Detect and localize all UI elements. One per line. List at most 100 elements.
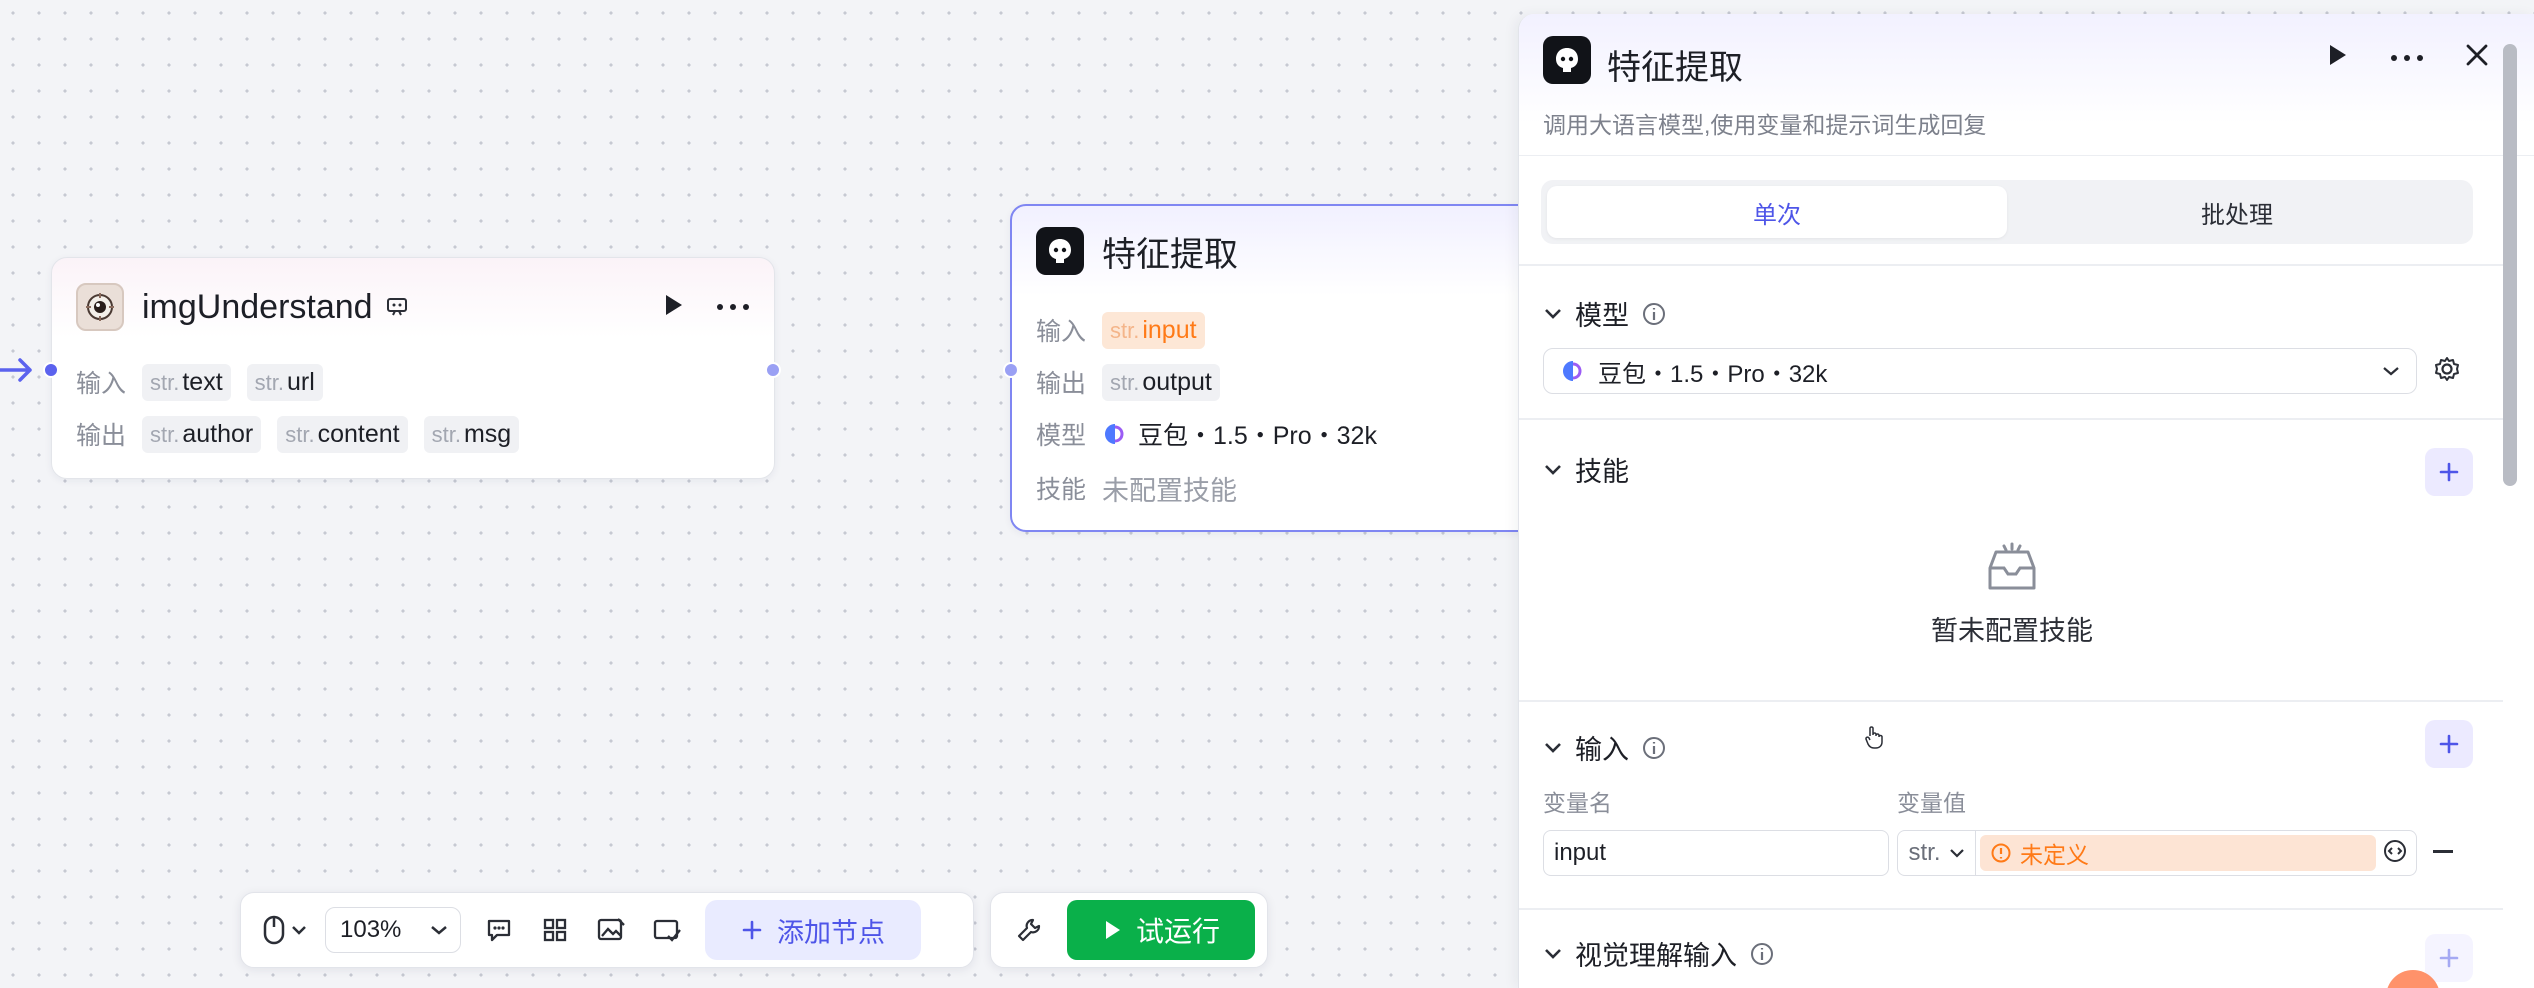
test-run-button[interactable]: 试运行 xyxy=(1067,900,1255,960)
close-icon[interactable] xyxy=(2464,42,2490,73)
workflow-canvas[interactable]: imgUnderstand 输入 str.text str.url 输出 str… xyxy=(0,0,1570,988)
node-feature-extract[interactable]: 特征提取 输入 str.input 输出 str.output 模型 豆包・1.… xyxy=(1010,204,1570,532)
llm-robot-icon xyxy=(1543,36,1591,84)
zoom-select[interactable]: 103% xyxy=(325,907,461,953)
incoming-edge-arrow-icon xyxy=(0,358,32,382)
node-title: imgUnderstand xyxy=(142,287,373,326)
inputs-label: 输入 xyxy=(76,370,127,398)
wrench-icon xyxy=(1017,918,1041,942)
node-a-output-port[interactable] xyxy=(765,362,781,378)
info-icon xyxy=(1643,302,1665,325)
more-options-icon[interactable] xyxy=(716,298,750,316)
column-variable-value: 变量值 xyxy=(1897,790,1966,816)
pointer-mode-button[interactable] xyxy=(249,902,321,958)
info-icon xyxy=(1751,942,1773,965)
plus-icon xyxy=(2439,734,2459,754)
canvas-toolbar: 103% 添加节点 xyxy=(240,892,974,968)
node-a-input-port[interactable] xyxy=(43,362,59,378)
panel-header: 特征提取 调用大语言模型,使用变量和提示词生成回复 xyxy=(1519,14,2534,156)
chevron-down-icon xyxy=(1545,308,1561,319)
chevron-down-icon xyxy=(2383,367,2399,376)
debug-tools-button[interactable] xyxy=(999,902,1059,958)
divider xyxy=(1519,700,2503,702)
output-tag-author: str.author xyxy=(142,415,262,453)
plus-icon xyxy=(742,920,762,940)
subflow-icon xyxy=(385,295,409,319)
image-map-icon xyxy=(597,918,625,941)
zoom-value: 103% xyxy=(340,916,402,943)
undefined-value-text: 未定义 xyxy=(2020,842,2089,868)
layout-button[interactable] xyxy=(527,902,583,958)
variable-type-value: str. xyxy=(1908,839,1941,866)
node-skill-row: 技能 未配置技能 xyxy=(1036,468,1237,508)
add-input-button[interactable] xyxy=(2425,720,2473,768)
minimap-button[interactable] xyxy=(583,902,639,958)
variable-name-input[interactable]: input xyxy=(1543,830,1889,876)
node-header: 特征提取 xyxy=(1036,226,1544,276)
output-tag-content: str.content xyxy=(277,415,408,453)
add-node-button[interactable]: 添加节点 xyxy=(705,900,921,960)
more-options-icon[interactable] xyxy=(2390,49,2424,67)
model-label: 模型 xyxy=(1036,422,1087,450)
skill-section-header[interactable]: 技能 xyxy=(1543,450,1629,489)
input-section-title: 输入 xyxy=(1575,735,1629,765)
skill-section-title: 技能 xyxy=(1575,457,1629,487)
skills-empty-text: 暂未配置技能 xyxy=(1931,616,2093,646)
tab-single[interactable]: 单次 xyxy=(1547,186,2007,238)
panel-title[interactable]: 特征提取 xyxy=(1607,49,1743,87)
outputs-label: 输出 xyxy=(1036,370,1087,398)
vision-section-title: 视觉理解输入 xyxy=(1575,941,1737,971)
add-skill-button[interactable] xyxy=(2425,448,2473,496)
model-section-header[interactable]: 模型 xyxy=(1543,294,1667,333)
mode-tabs: 单次 批处理 xyxy=(1541,180,2473,244)
input-tag-text: str.text xyxy=(142,363,231,401)
mouse-icon xyxy=(263,915,285,945)
node-img-understand[interactable]: imgUnderstand 输入 str.text str.url 输出 str… xyxy=(51,257,775,479)
warning-info-icon xyxy=(1991,843,2011,863)
divider xyxy=(1519,264,2503,266)
panel-scrollbar[interactable] xyxy=(2503,44,2517,486)
doubao-logo-icon xyxy=(1105,424,1124,444)
node-title: 特征提取 xyxy=(1102,235,1238,274)
undefined-value-badge[interactable]: 未定义 xyxy=(1980,835,2376,871)
model-select[interactable]: 豆包・1.5・Pro・32k xyxy=(1543,348,2417,394)
node-outputs-row: 输出 str.output xyxy=(1036,362,1236,402)
layout-grid-icon xyxy=(543,918,567,942)
vision-section-header[interactable]: 视觉理解输入 xyxy=(1543,934,1775,973)
run-node-icon[interactable] xyxy=(2324,42,2350,73)
plus-icon xyxy=(2439,948,2459,968)
plus-icon xyxy=(2439,462,2459,482)
divider xyxy=(1519,418,2503,420)
panel-actions xyxy=(2324,42,2490,73)
remove-input-minus-icon[interactable] xyxy=(2433,850,2453,853)
llm-robot-icon xyxy=(1036,227,1084,275)
canvas-check-button[interactable] xyxy=(639,902,695,958)
chevron-down-icon xyxy=(1545,464,1561,475)
output-tag-output: str.output xyxy=(1102,363,1220,401)
add-vision-input-button[interactable] xyxy=(2425,934,2473,982)
info-icon xyxy=(1643,736,1665,759)
test-run-label: 试运行 xyxy=(1135,916,1220,947)
divider xyxy=(1519,908,2503,910)
tab-batch[interactable]: 批处理 xyxy=(2201,201,2273,229)
chevron-down-icon xyxy=(1545,948,1561,959)
node-b-input-port[interactable] xyxy=(1003,362,1019,378)
panel-description[interactable]: 调用大语言模型,使用变量和提示词生成回复 xyxy=(1543,112,1987,138)
variable-reference-icon[interactable] xyxy=(2382,838,2408,869)
hand-cursor-icon xyxy=(1865,726,1883,749)
node-outputs-row: 输出 str.author str.content str.msg xyxy=(76,414,535,454)
chevron-down-icon xyxy=(1545,742,1561,753)
variable-type-select[interactable]: str. xyxy=(1898,831,1976,875)
chevron-down-icon xyxy=(292,926,306,935)
image-understand-icon xyxy=(76,283,124,331)
output-tag-msg: str.msg xyxy=(423,415,520,453)
assistant-floating-button[interactable] xyxy=(2386,970,2440,988)
run-node-icon[interactable] xyxy=(660,292,686,323)
outputs-label: 输出 xyxy=(76,422,127,450)
comment-button[interactable] xyxy=(471,902,527,958)
canvas-check-icon xyxy=(653,919,681,942)
model-settings-gear-icon[interactable] xyxy=(2433,355,2461,388)
chevron-down-icon xyxy=(431,926,447,935)
input-section-header[interactable]: 输入 xyxy=(1543,728,1667,767)
variable-value-select[interactable]: str. 未定义 xyxy=(1897,830,2417,876)
